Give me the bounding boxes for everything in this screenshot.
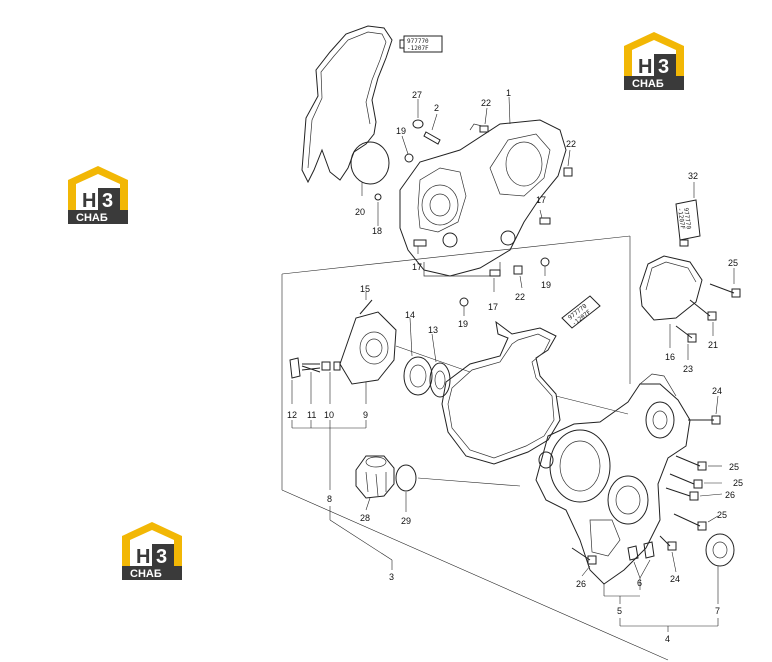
callout-16: 16 [665,352,675,362]
callout-32: 32 [688,171,698,181]
svg-text:3: 3 [156,546,167,568]
gear-case-housing-lower [535,373,691,585]
callout-15: 15 [360,284,370,294]
seal-parts-28-29 [355,455,521,512]
svg-text:H: H [638,56,652,78]
callout-7: 7 [715,606,720,616]
callout-24a: 24 [712,386,722,396]
sealant-tube-top: 977770 -1207F [399,35,443,53]
callout-1: 1 [506,88,511,98]
callout-11: 11 [307,410,316,420]
svg-text:3: 3 [102,190,113,212]
callout-25b: 25 [729,462,739,472]
svg-text:СНАБ: СНАБ [130,568,162,580]
svg-text:H: H [136,546,150,568]
callout-8: 8 [327,494,332,504]
callout-25c: 25 [733,478,743,488]
svg-text:H: H [82,190,96,212]
upper-fasteners [374,119,573,307]
svg-text:977770: 977770 [407,38,429,45]
callout-20: 20 [355,207,365,217]
callout-22c: 22 [515,292,525,302]
callout-17a: 17 [536,195,546,205]
sealant-tube-mid: 977770 -1207F [561,295,601,329]
lower-bolts [571,415,735,567]
svg-text:-1207F: -1207F [407,45,429,52]
callout-29: 29 [401,516,411,526]
callout-21: 21 [708,340,718,350]
assembly-bracket-lines [281,235,669,661]
callout-17c: 17 [488,302,498,312]
callout-9: 9 [363,410,368,420]
callout-26b: 26 [576,579,586,589]
gear-case-cover-upper [399,119,567,277]
callout-27: 27 [412,90,422,100]
pump-assembly-parts [289,292,471,404]
callout-2: 2 [434,103,439,113]
callout-25a: 25 [728,258,738,268]
upper-leader-lines [361,96,571,316]
callout-17b: 17 [412,262,422,272]
callout-3: 3 [389,572,394,582]
cover-plate [639,255,703,321]
logo-top-right: H 3 СНАБ [624,32,684,90]
lower-leader-lines [391,395,723,632]
callout-24b: 24 [670,574,680,584]
callout-19b: 19 [541,280,551,290]
callout-19a: 19 [396,126,406,136]
callout-14: 14 [405,310,415,320]
callout-28: 28 [360,513,370,523]
callout-13: 13 [428,325,438,335]
callout-18: 18 [372,226,382,236]
callout-25d: 25 [717,510,727,520]
callout-5: 5 [617,606,622,616]
callout-23: 23 [683,364,693,374]
middle-gasket [441,320,629,465]
callout-22b: 22 [566,139,576,149]
svg-text:977770: 977770 [682,207,692,230]
callout-labels: 1 2 27 22 22 19 20 18 17 17 17 22 19 19 … [287,88,743,644]
svg-text:СНАБ: СНАБ [632,78,664,90]
logo-left-middle: H 3 СНАБ [68,166,128,224]
svg-text:СНАБ: СНАБ [76,212,108,224]
top-gasket [301,25,393,184]
logo-bottom-left: H 3 СНАБ [122,522,182,580]
cover-bolts [669,268,741,360]
svg-text:3: 3 [658,56,669,78]
callout-10: 10 [324,410,334,420]
callout-22a: 22 [481,98,491,108]
svg-text:-1207F: -1207F [676,207,686,230]
callout-19c: 19 [458,319,468,329]
callout-4: 4 [665,634,670,644]
sealant-tube-32: 977770 -1207F [675,182,701,247]
callout-26a: 26 [725,490,735,500]
o-ring-large [350,141,390,185]
callout-6: 6 [637,578,642,588]
callout-12: 12 [287,410,297,420]
